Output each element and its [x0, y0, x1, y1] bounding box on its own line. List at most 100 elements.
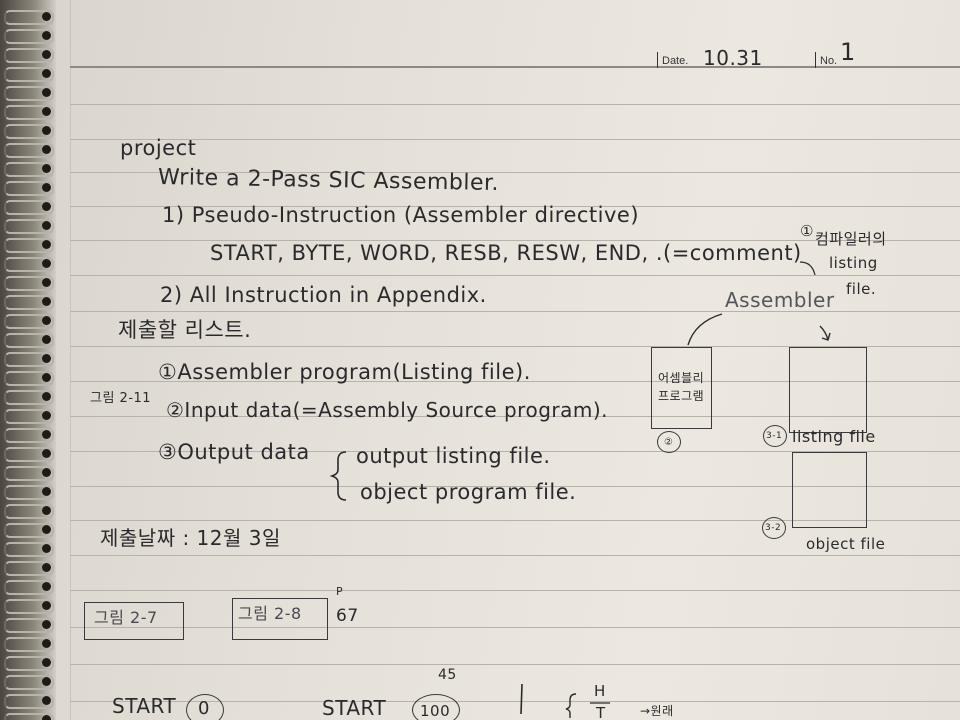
punch-hole — [42, 430, 51, 439]
spiral-ring — [4, 352, 54, 367]
above-value: 45 — [438, 667, 457, 683]
punch-hole — [42, 12, 51, 21]
spiral-ring — [4, 599, 54, 614]
punch-hole — [42, 373, 51, 382]
punch-hole — [42, 582, 51, 591]
spiral-ring — [4, 523, 54, 538]
margin-reference: 그림 2-11 — [90, 391, 152, 406]
start-value-1: 0 — [198, 698, 210, 719]
arrow-to-listing-icon — [819, 325, 831, 341]
spiral-ring — [4, 675, 54, 690]
spiral-ring — [4, 542, 54, 557]
punch-hole — [42, 221, 51, 230]
note-item-2: 2) All Instruction in Appendix. — [160, 283, 487, 307]
page-ref: 67 — [336, 606, 359, 626]
no-label: No. — [820, 55, 838, 67]
ruled-line — [70, 311, 960, 312]
arrow-to-assembler-icon — [687, 313, 723, 346]
date-value: 10.31 — [703, 46, 763, 70]
input-program-box — [651, 347, 712, 429]
note-task: Write a 2-Pass SIC Assembler. — [157, 165, 500, 196]
brace-icon — [329, 451, 347, 501]
spiral-ring — [4, 637, 54, 652]
spiral-ring — [4, 466, 54, 481]
figure-ref-2: 그림 2-8 — [238, 604, 302, 623]
punch-hole — [42, 601, 51, 610]
date-label: Date. — [662, 55, 689, 67]
spiral-ring — [4, 580, 54, 595]
punch-hole — [42, 316, 51, 325]
margin-line — [70, 0, 71, 720]
punch-hole — [42, 202, 51, 211]
punch-hole — [42, 145, 51, 154]
arrow-note: →원래 — [640, 704, 674, 718]
submit-item-3a: output listing file. — [356, 444, 551, 468]
spiral-ring — [4, 143, 54, 158]
spiral-ring — [4, 333, 54, 348]
ruled-line — [70, 346, 960, 347]
punch-hole — [42, 506, 51, 515]
ruled-line — [70, 451, 960, 452]
spiral-ring — [4, 314, 54, 329]
spiral-ring — [4, 48, 54, 63]
ruled-line — [70, 66, 960, 68]
start-circle-1 — [186, 694, 224, 720]
punch-hole — [42, 164, 51, 173]
spiral-ring — [4, 656, 54, 671]
punch-hole — [42, 126, 51, 135]
start-label-1: START — [112, 694, 177, 718]
ruled-line — [70, 240, 960, 241]
spiral-ring — [4, 371, 54, 386]
start-circle-2 — [412, 694, 460, 720]
bracket-t: T — [596, 704, 606, 720]
compiler-label-3: file. — [846, 280, 877, 298]
punch-hole — [42, 354, 51, 363]
circle-2 — [657, 431, 681, 453]
ruled-line — [70, 627, 960, 628]
deadline-note: 제출날짜 : 12월 3일 — [100, 526, 281, 550]
note-title: project — [120, 136, 197, 160]
figure-box-1 — [84, 602, 184, 640]
submit-item-2: ②Input data(=Assembly Source program). — [166, 398, 609, 422]
ruled-line — [70, 172, 960, 173]
ruled-line — [70, 555, 960, 556]
separator-bar — [520, 683, 523, 715]
spiral-ring — [4, 162, 54, 177]
punch-hole — [42, 563, 51, 572]
compiler-label-2: listing — [829, 254, 878, 272]
punch-hole — [42, 449, 51, 458]
compiler-label-1: 컴파일러의 — [815, 230, 887, 248]
punch-hole — [42, 639, 51, 648]
ruled-line — [70, 206, 960, 207]
punch-hole — [42, 658, 51, 667]
punch-hole — [42, 278, 51, 287]
punch-hole — [42, 69, 51, 78]
input-box-label-1: 어셈블리 — [658, 371, 705, 385]
brace-small-icon — [565, 693, 577, 718]
spiral-ring — [4, 124, 54, 139]
spiral-ring — [4, 409, 54, 424]
punch-hole — [42, 335, 51, 344]
submit-item-3: ③Output data — [158, 440, 310, 464]
ruled-line — [70, 520, 960, 521]
spiral-ring — [4, 276, 54, 291]
spiral-ring — [4, 257, 54, 272]
spiral-ring — [4, 238, 54, 253]
listing-file-label: listing file — [792, 427, 876, 446]
punch-hole — [42, 544, 51, 553]
ruled-line — [70, 416, 960, 417]
punch-hole — [42, 259, 51, 268]
assembler-label: Assembler — [725, 288, 835, 312]
ruled-line — [70, 139, 960, 140]
ruled-line — [70, 664, 960, 665]
ruled-line — [70, 590, 960, 591]
spiral-ring — [4, 295, 54, 310]
spiral-ring — [4, 105, 54, 120]
punch-hole — [42, 88, 51, 97]
diagram-num-2: ② — [664, 437, 674, 448]
diagram-num-3-1: 3-1 — [766, 431, 783, 441]
compiler-pointer-icon — [799, 261, 816, 276]
figure-ref-1: 그림 2-7 — [94, 608, 158, 627]
start-label-2: START — [322, 696, 387, 720]
